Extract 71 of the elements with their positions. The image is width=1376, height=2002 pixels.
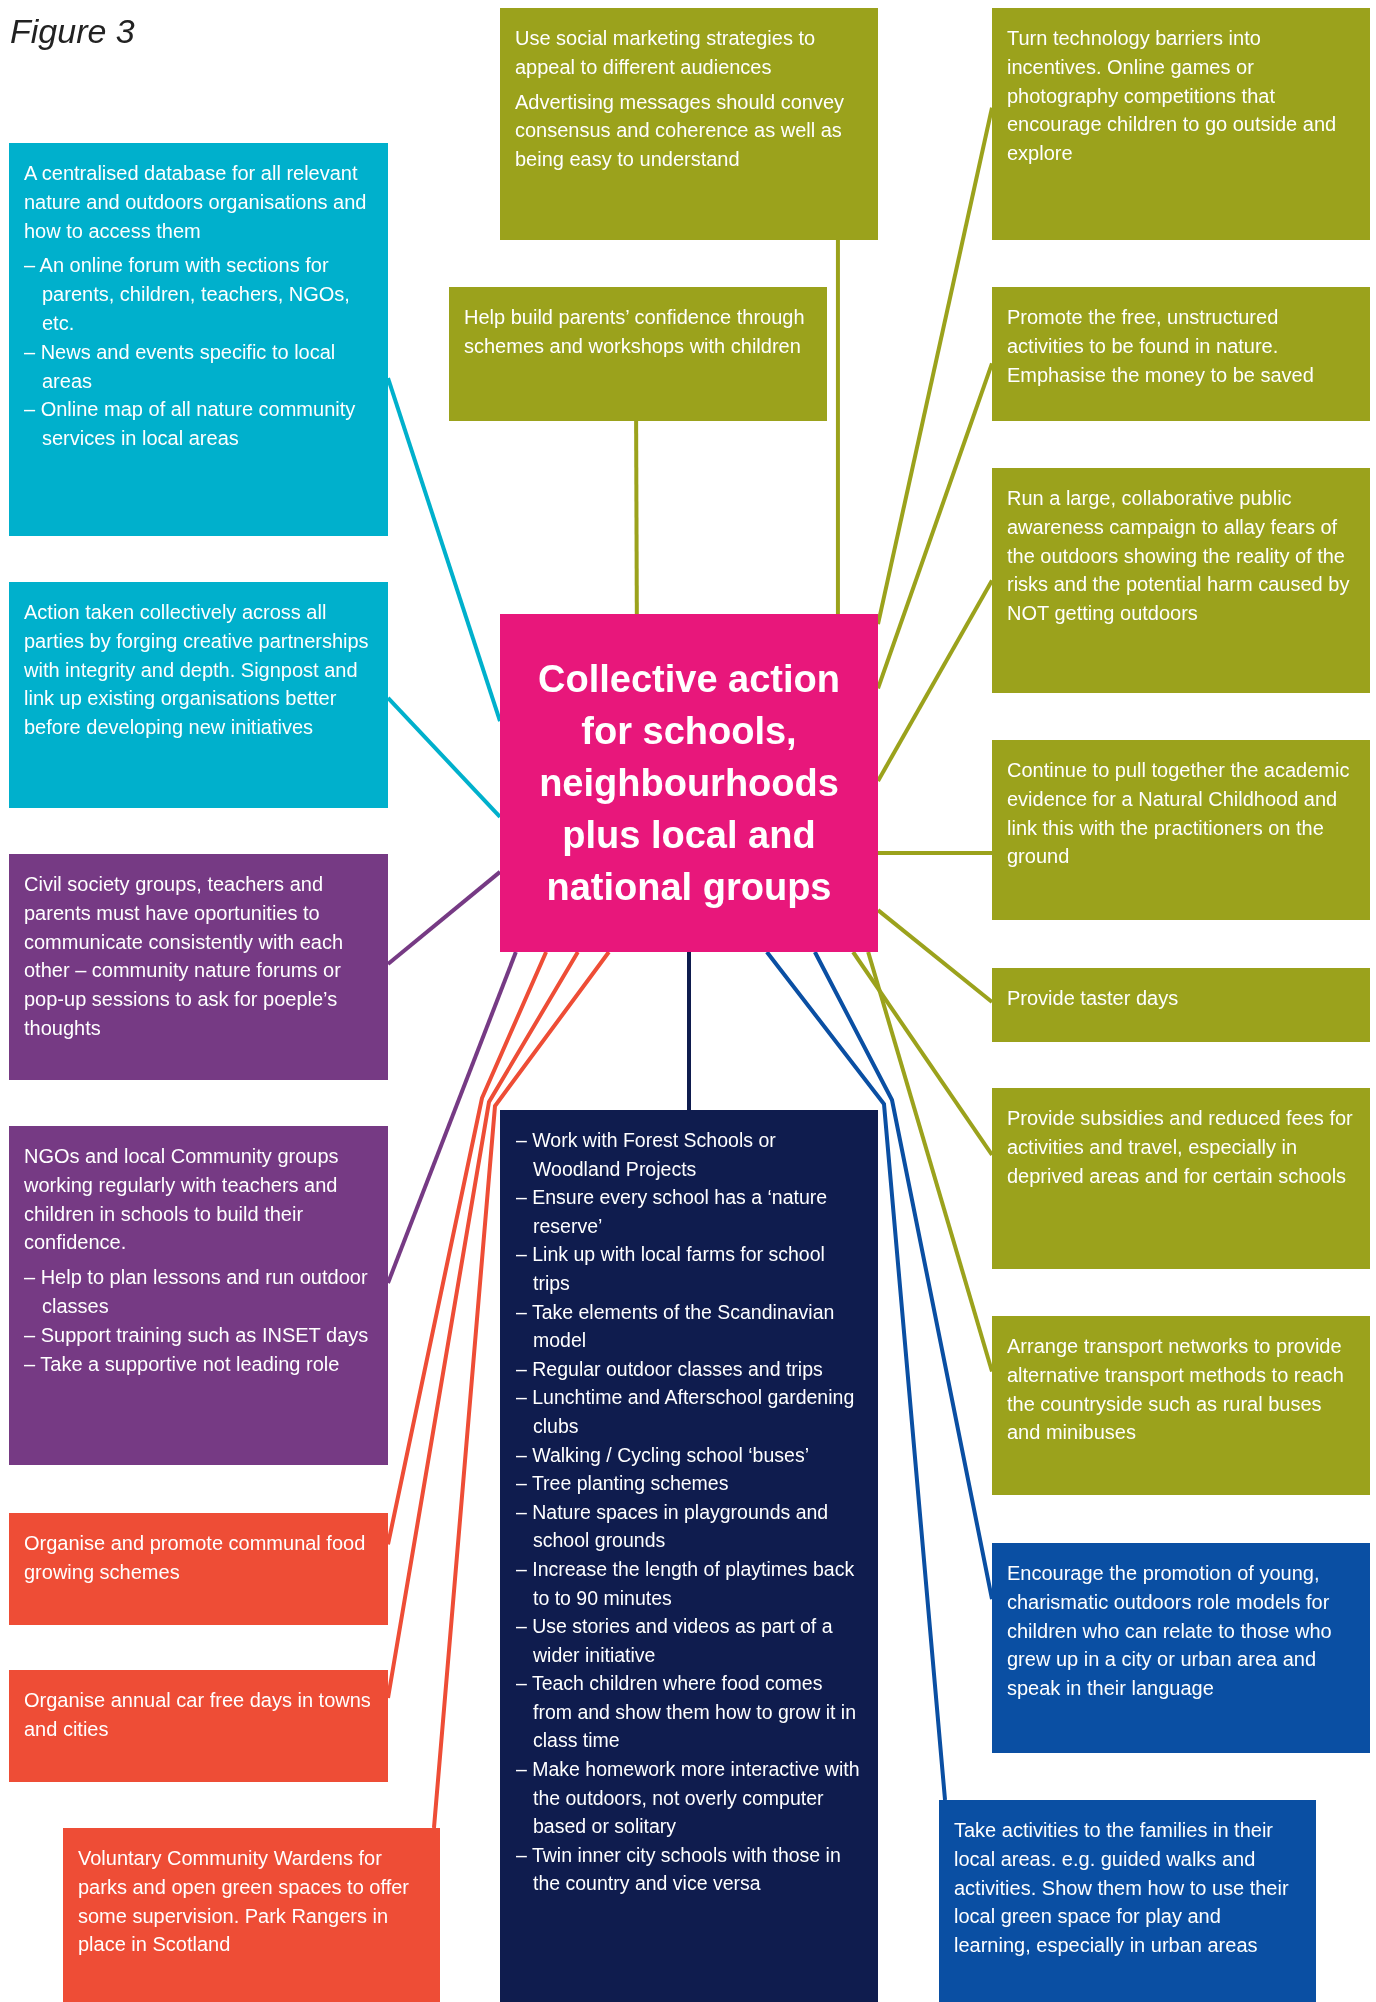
idea-box bbox=[449, 287, 827, 421]
connector-line bbox=[431, 950, 611, 1829]
idea-box bbox=[63, 1828, 440, 2002]
list-item: – Lunchtime and Afterschool gardening clubs bbox=[516, 1385, 856, 1439]
idea-text: Organise and promote communal food growing schemes bbox=[24, 1531, 367, 1585]
connector-line bbox=[866, 951, 994, 1373]
idea-box bbox=[992, 968, 1370, 1042]
idea-box bbox=[992, 740, 1370, 920]
idea-box bbox=[9, 582, 388, 808]
idea-box bbox=[992, 1316, 1370, 1495]
list-item: – Tree planting schemes bbox=[516, 1471, 730, 1497]
list-item: – Link up with local farms for school trips bbox=[516, 1242, 826, 1296]
idea-text: Continue to pull together the academic evidence for a Natural Childhood and link this with the practitioners on the ground bbox=[1007, 758, 1351, 870]
connector-line bbox=[835, 240, 840, 614]
idea-text: Advertising messages should convey consensus and coherence as well as being easy to understand bbox=[515, 89, 846, 173]
idea-text: Voluntary Community Wardens for parks and open green spaces to offer some supervision. Park Rangers in place in Scotland bbox=[78, 1846, 410, 1958]
idea-text: Civil society groups, teachers and parents must have oportunities to communicate consistently with each other – community nature forums or pop-up sessions to ask for poeple’s thoughts bbox=[24, 872, 345, 1041]
idea-box bbox=[500, 1110, 878, 2002]
list-item: – Work with Forest Schools or Woodland Projects bbox=[516, 1128, 777, 1182]
idea-box bbox=[9, 1513, 388, 1625]
idea-text: A centralised database for all relevant nature and outdoors organisations and how to access them bbox=[24, 161, 368, 244]
idea-text: Organise annual car free days in towns and cities bbox=[24, 1688, 372, 1742]
list-item: – Ensure every school has a ‘nature reserve’ bbox=[516, 1185, 829, 1239]
list-item: – Online map of all nature community services in local areas bbox=[24, 397, 357, 452]
idea-box bbox=[992, 1088, 1370, 1269]
connector-line bbox=[851, 950, 994, 1157]
figure-label: Figure 3 bbox=[10, 11, 135, 52]
idea-text: Promote the free, unstructured activities to be found in nature. Emphasise the money to be saved bbox=[1007, 305, 1315, 388]
list-item: – Regular outdoor classes and trips bbox=[516, 1356, 824, 1382]
idea-box bbox=[939, 1800, 1316, 2002]
idea-text: NGOs and local Community groups working regularly with teachers and children in schools to build their confidence. bbox=[24, 1144, 340, 1256]
connector-line bbox=[876, 107, 994, 625]
idea-text: Turn technology barriers into incentives. Online games or photography competitions that encourage children to go outside and explore bbox=[1007, 26, 1338, 167]
list-item: – Nature spaces in playgrounds and school grounds bbox=[516, 1499, 830, 1554]
idea-text: Action taken collectively across all parties by forging creative partnerships with integrity and depth. Signpost and link up existing organisations better before developing new initiatives bbox=[24, 600, 370, 741]
idea-box bbox=[500, 8, 878, 240]
central-topic-box bbox=[500, 614, 878, 952]
idea-box bbox=[9, 1670, 388, 1782]
connector-line bbox=[765, 950, 948, 1801]
list-item: – Twin inner city schools with those in the country and vice versa bbox=[516, 1842, 842, 1897]
idea-text: Run a large, collaborative public awareness campaign to allay fears of the outdoors showing the reality of the risks and the potential harm caused by NOT getting outdoors bbox=[1007, 486, 1351, 627]
list-item: – Walking / Cycling school ‘buses’ bbox=[516, 1442, 810, 1468]
idea-text: Arrange transport networks to provide alternative transport methods to reach the countryside such as rural buses and minibuses bbox=[1007, 1334, 1345, 1446]
list-item: – An online forum with sections for parents, children, teachers, NGOs, etc. bbox=[24, 253, 351, 336]
idea-text: Take activities to the families in their local areas. e.g. guided walks and activities. Show them how to use their local green space for play and learning, especially in urban areas bbox=[954, 1818, 1290, 1959]
list-item: – News and events specific to local areas bbox=[24, 339, 337, 394]
list-item: – Use stories and videos as part of a wider initiative bbox=[516, 1614, 834, 1668]
idea-box bbox=[992, 468, 1370, 693]
idea-text: Help build parents’ confidence through schemes and workshops with children bbox=[464, 305, 806, 359]
idea-box bbox=[9, 143, 388, 536]
idea-box bbox=[9, 854, 388, 1080]
idea-box bbox=[992, 8, 1370, 240]
connector-line bbox=[813, 951, 994, 1600]
connector-line bbox=[878, 850, 992, 856]
idea-text: Provide taster days bbox=[1007, 986, 1180, 1011]
list-item: – Support training such as INSET days bbox=[24, 1322, 370, 1348]
idea-box bbox=[992, 1543, 1370, 1753]
list-item: – Teach children where food comes from and show them how to grow it in class time bbox=[516, 1671, 857, 1754]
idea-box bbox=[992, 287, 1370, 421]
list-item: – Take a supportive not leading role bbox=[24, 1351, 341, 1377]
central-heading: Collective action for schools, neighbourhoods plus local and national groups bbox=[537, 657, 841, 910]
idea-text: Use social marketing strategies to appeal to different audiences bbox=[515, 26, 817, 80]
list-item: – Help to plan lessons and run outdoor classes bbox=[24, 1265, 369, 1319]
connector-line bbox=[634, 421, 639, 614]
connector-line bbox=[687, 952, 691, 1110]
list-item: – Increase the length of playtimes back to to 90 minutes bbox=[516, 1556, 856, 1611]
idea-text: Provide subsidies and reduced fees for activities and travel, especially in deprived areas and for certain schools bbox=[1007, 1106, 1354, 1189]
list-item: – Make homework more interactive with the outdoors, not overly computer based or solitary bbox=[516, 1757, 861, 1840]
idea-box bbox=[9, 1126, 388, 1465]
list-item: – Take elements of the Scandinavian model bbox=[516, 1299, 836, 1354]
idea-text: Encourage the promotion of young, charismatic outdoors role models for children who can relate to those who grew up in a city or urban area and speak in their language bbox=[1007, 1561, 1333, 1702]
